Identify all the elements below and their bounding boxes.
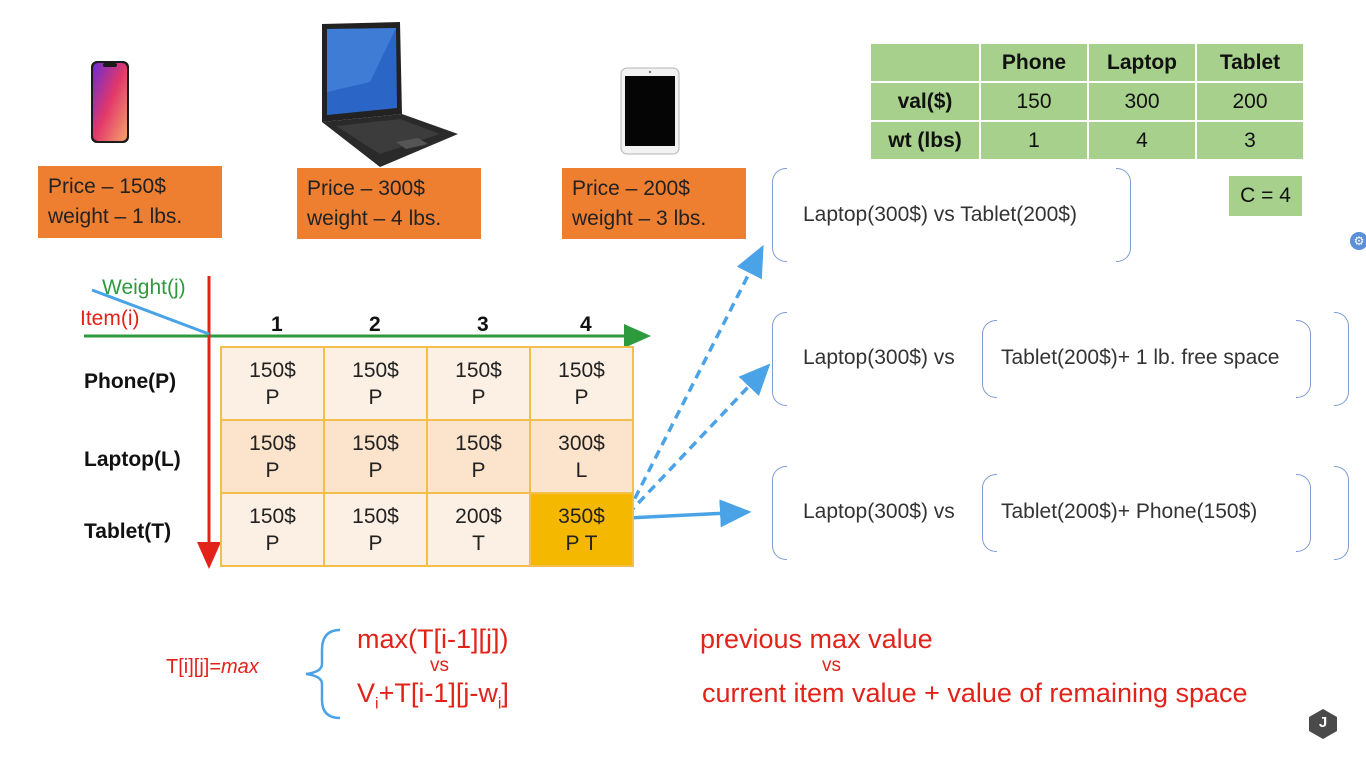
phone-weight: weight – 1 lbs. (48, 205, 183, 228)
formula-desc-vs: vs (822, 655, 841, 676)
comparison-3-left: Laptop(300$) vs (803, 500, 955, 523)
dp-cell: 150$P (220, 419, 325, 494)
dp-cell: 150$P (323, 419, 428, 494)
formula-vs: vs (430, 655, 449, 676)
tablet-image (620, 67, 680, 160)
column-label-1: 1 (271, 313, 283, 336)
comparison-1: Laptop(300$) vs Tablet(200$) (803, 203, 1077, 226)
inner-bracket-left (982, 320, 997, 398)
dp-cell: 150$P (220, 492, 325, 567)
inner-bracket-right (1296, 474, 1311, 552)
column-label-2: 2 (369, 313, 381, 336)
item-info-table: Phone Laptop Tablet val($) 150 300 200 w… (869, 42, 1305, 161)
formula-line-1: max(T[i-1][j]) (357, 624, 509, 654)
channel-badge-icon: J (1308, 708, 1338, 740)
bracket-left (772, 312, 787, 406)
dp-cell: 150$P (323, 346, 428, 421)
bracket-right (1116, 168, 1131, 262)
arrow-3 (627, 499, 752, 528)
info-cell: 1 (979, 120, 1089, 161)
laptop-price: Price – 300$ (307, 177, 425, 200)
formula-lhs: T[i][j]=max (166, 656, 259, 678)
badge-letter: J (1318, 714, 1328, 731)
phone-image (90, 60, 130, 149)
formula-desc-1: previous max value (700, 624, 933, 654)
capacity-label: C = 4 (1229, 176, 1302, 216)
column-label-3: 3 (477, 313, 489, 336)
tablet-info-box: Price – 200$ weight – 3 lbs. (562, 168, 746, 239)
row-label-tablet: Tablet(T) (84, 520, 172, 543)
dp-cell: 150$P (220, 346, 325, 421)
inner-bracket-left (982, 474, 997, 552)
comparison-2-right: Tablet(200$)+ 1 lb. free space (1001, 346, 1280, 369)
item-axis-label: Item(i) (80, 307, 140, 330)
info-cell: 150 (979, 81, 1089, 122)
comparison-3-right: Tablet(200$)+ Phone(150$) (1001, 500, 1258, 523)
dp-cell: 150$P (426, 346, 531, 421)
info-header-phone: Phone (979, 42, 1089, 83)
tablet-price: Price – 200$ (572, 177, 690, 200)
column-label-4: 4 (580, 313, 592, 336)
bracket-left (772, 168, 787, 262)
info-header-tablet: Tablet (1195, 42, 1305, 83)
arrow-2 (626, 363, 771, 516)
inner-bracket-right (1296, 320, 1311, 398)
phone-info-box: Price – 150$ weight – 1 lbs. (38, 166, 222, 238)
formula-line-2: Vi+T[i-1][j-wi] (357, 678, 509, 713)
info-header-laptop: Laptop (1087, 42, 1197, 83)
toolbar-edge-icon[interactable]: ⚙ (1350, 232, 1366, 250)
laptop-info-box: Price – 300$ weight – 4 lbs. (297, 168, 481, 239)
bracket-right (1334, 466, 1349, 560)
tablet-weight: weight – 3 lbs. (572, 207, 707, 230)
info-cell: 4 (1087, 120, 1197, 161)
comparison-2-left: Laptop(300$) vs (803, 346, 955, 369)
info-cell: 3 (1195, 120, 1305, 161)
info-header-blank (869, 42, 981, 83)
dp-cell: 150$P (529, 346, 634, 421)
diagonal-line (91, 288, 210, 336)
dp-cell: 200$T (426, 492, 531, 567)
dp-cell: 150$P (323, 492, 428, 567)
info-cell: 300 (1087, 81, 1197, 122)
dp-cell: 150$P (426, 419, 531, 494)
laptop-weight: weight – 4 lbs. (307, 207, 442, 230)
bracket-left (772, 466, 787, 560)
dp-cell-highlighted: 350$P T (529, 492, 634, 567)
formula-brace (305, 628, 341, 720)
row-label-phone: Phone(P) (84, 370, 177, 393)
info-row-label: val($) (869, 81, 981, 122)
arrow-1 (626, 244, 764, 513)
formula-desc-2: current item value + value of remaining … (702, 678, 1248, 708)
dp-cell: 300$L (529, 419, 634, 494)
info-row-label: wt (lbs) (869, 120, 981, 161)
phone-price: Price – 150$ (48, 175, 166, 198)
info-cell: 200 (1195, 81, 1305, 122)
laptop-image (300, 22, 460, 173)
bracket-right (1334, 312, 1349, 406)
dp-table: 150$P 150$P 150$P 150$P 150$P 150$P 150$… (220, 346, 634, 567)
row-label-laptop: Laptop(L) (84, 448, 181, 471)
weight-axis-label: Weight(j) (102, 276, 186, 299)
